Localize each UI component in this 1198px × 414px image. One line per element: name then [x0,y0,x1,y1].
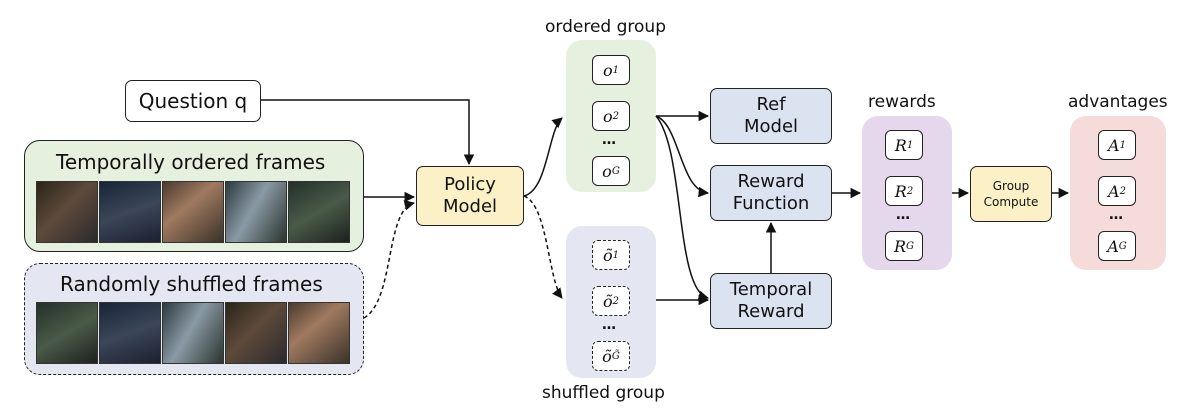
shuffled-output-1-base: õ [602,245,613,265]
shuffled-frame-2 [99,302,161,364]
arrow-policy-to-shuffled-group [523,195,563,299]
shuffled-output-g-base: õ [602,346,612,366]
shuffled-frame-5 [288,302,350,364]
ordered-frame-3 [162,181,224,243]
arrow-shuffled-frames-to-policy [363,200,416,319]
advantage-2-base: A [1108,181,1120,201]
arrow-question-to-policy [261,99,475,166]
advantages-ellipsis: … [1109,207,1124,223]
group-compute-box: Group Compute [970,166,1052,222]
temporal-reward-line-2: Reward [737,301,805,322]
reward-1-sub: 1 [906,139,914,151]
group-compute-line-1: Group [992,179,1030,193]
ordered-output-2-sub: 2 [612,110,619,122]
ordered-frame-1 [36,181,98,243]
advantages-label: advantages [1068,92,1168,112]
ref-model-line-2: Model [743,116,799,137]
shuffled-output-2-sub: 2 [612,295,619,307]
shuffled-group-label: shuffled group [542,383,665,403]
shuffled-output-g-sub: G̃ [611,350,620,362]
reward-g-sub: G [906,240,915,252]
reward-2-base: R [894,181,907,201]
temporal-reward-box: Temporal Reward [710,273,832,329]
ordered-ellipsis: … [602,132,617,148]
arrow-ordered-to-reward-function [655,115,710,198]
shuffled-output-1-sub: 1 [612,249,619,261]
advantage-1-base: A [1108,135,1120,155]
arrow-policy-to-ordered-group [523,117,563,197]
ordered-output-g-sub: G [611,165,620,177]
temporal-reward-line-1: Temporal [729,279,813,300]
ordered-frame-5 [288,181,350,243]
ordered-group-label: ordered group [545,17,666,37]
ordered-output-1-base: o [602,60,613,80]
reward-function-line-1: Reward [737,171,805,192]
ordered-frame-2 [99,181,161,243]
policy-model-box: Policy Model [416,166,524,226]
ordered-frames-label: Temporally ordered frames [56,150,326,174]
rewards-ellipsis: … [896,207,911,223]
policy-model-line-1: Policy [444,174,496,195]
advantage-2-sub: 2 [1119,185,1126,197]
reward-2-sub: 2 [906,185,914,197]
reward-function-box: Reward Function [710,165,832,221]
reward-1-base: R [894,135,907,155]
arrow-ordered-to-temporal [655,115,710,301]
shuffled-output-2-base: õ [602,291,613,311]
shuffled-frame-1 [36,302,98,364]
rewards-label: rewards [868,92,936,112]
ordered-output-2-base: o [602,106,613,126]
shuffled-ellipsis: … [602,317,617,333]
shuffled-frame-3 [162,302,224,364]
ordered-frame-4 [225,181,287,243]
advantage-g-base: A [1107,236,1119,256]
shuffled-frame-4 [225,302,287,364]
question-label: Question q [138,89,248,113]
ref-model-box: Ref Model [710,88,832,144]
advantage-g-sub: G [1118,240,1127,252]
ref-model-line-1: Ref [756,94,786,115]
reward-g-base: R [893,236,907,256]
policy-model-line-2: Model [442,196,498,217]
ordered-output-1-sub: 1 [612,64,619,76]
ordered-output-g-base: o [602,161,612,181]
question-box: Question q [125,80,261,122]
reward-function-line-2: Function [732,193,810,214]
group-compute-line-2: Compute [983,195,1039,209]
advantage-1-sub: 1 [1119,139,1126,151]
shuffled-frames-label: Randomly shuffled frames [60,272,323,296]
